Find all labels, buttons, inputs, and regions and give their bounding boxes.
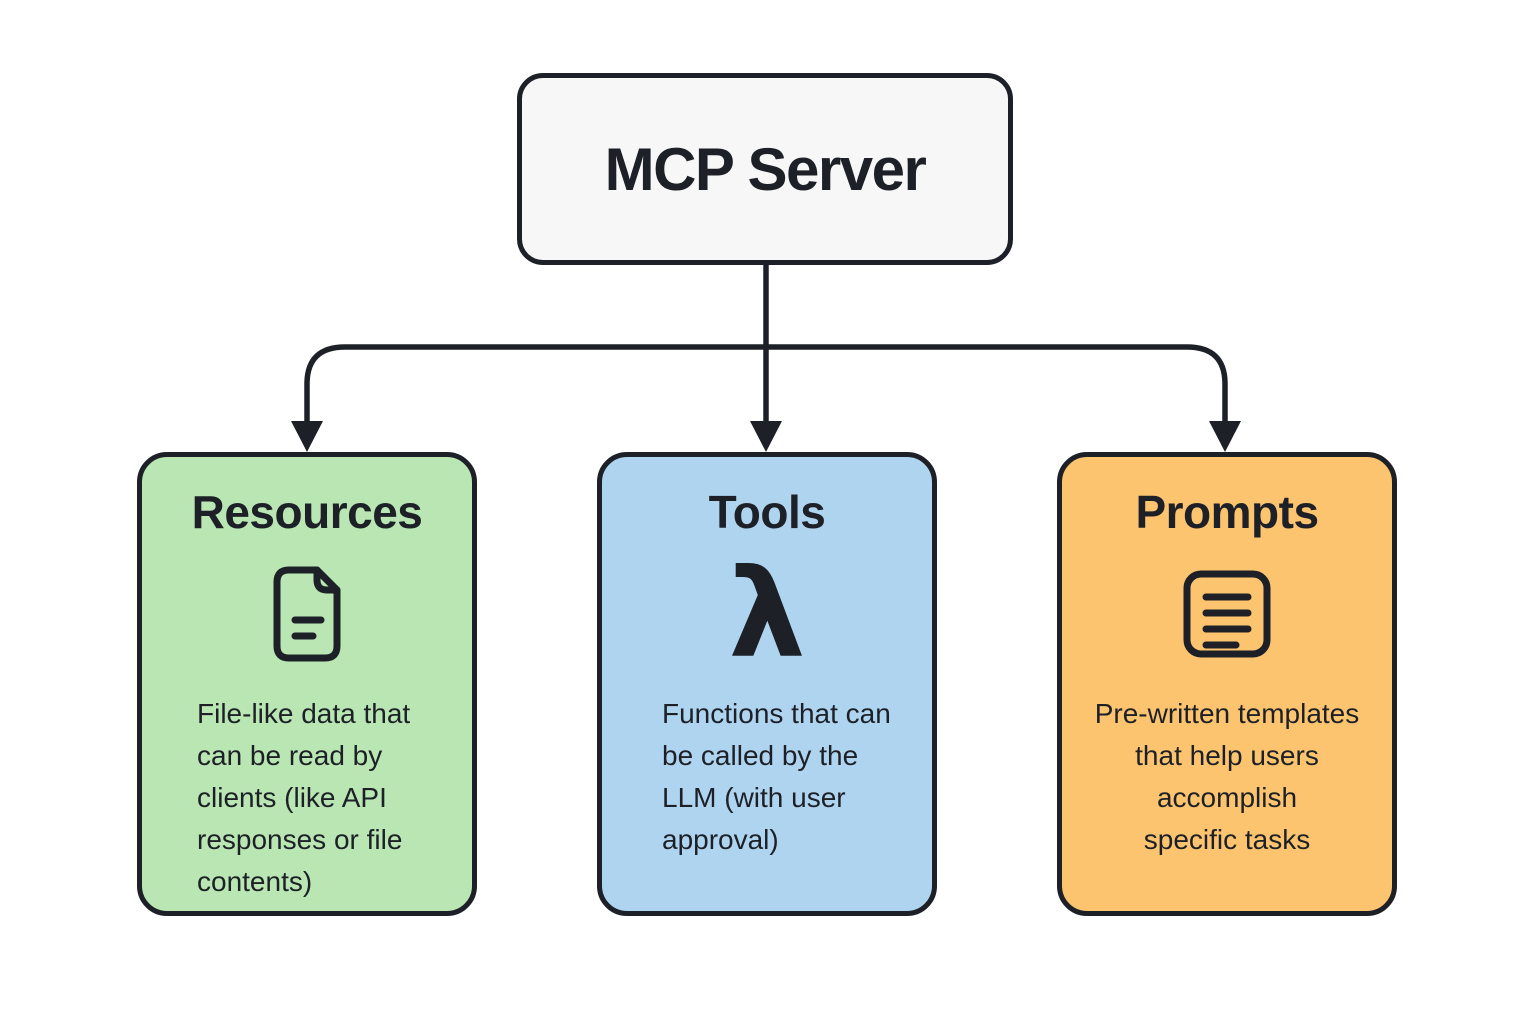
description-line: approval) xyxy=(662,824,779,855)
file-icon xyxy=(142,547,472,681)
description-line: that help users xyxy=(1135,740,1319,771)
prompts-card: Prompts Pre-written templates that help … xyxy=(1057,452,1397,916)
description-line: contents) xyxy=(197,866,313,897)
description-line: be called by the xyxy=(662,740,859,771)
description-line: LLM (with user xyxy=(662,782,846,813)
mcp-server-box: MCP Server xyxy=(517,73,1013,265)
file-outline xyxy=(273,566,341,662)
prompts-title: Prompts xyxy=(1135,486,1319,538)
lambda-icon: λ xyxy=(602,547,932,681)
document-lines-icon xyxy=(1062,547,1392,681)
description-line: Functions that can xyxy=(662,698,891,729)
file-fold xyxy=(313,566,341,594)
prompts-description: Pre-written templates that help users ac… xyxy=(1062,693,1392,861)
description-line: specific tasks xyxy=(1143,824,1311,855)
description-line: responses or file xyxy=(197,824,403,855)
document-lines-icon-svg xyxy=(1183,570,1271,658)
resources-card: Resources File-like data that can be rea… xyxy=(137,452,477,916)
description-line: Pre-written templates xyxy=(1094,698,1360,729)
arrowhead-center xyxy=(750,421,782,452)
description-line: can be read by xyxy=(197,740,383,771)
description-line: accomplish xyxy=(1156,782,1298,813)
document-outline xyxy=(1183,570,1271,658)
tools-description: Functions that can be called by the LLM … xyxy=(602,693,932,861)
resources-description: File-like data that can be read by clien… xyxy=(142,693,472,903)
resources-title: Resources xyxy=(191,486,423,538)
mcp-server-label: MCP Server xyxy=(604,135,927,203)
tools-card: Tools λ Functions that can be called by … xyxy=(597,452,937,916)
description-line: clients (like API xyxy=(197,782,387,813)
file-icon-svg xyxy=(273,566,341,662)
arrowhead-right xyxy=(1209,421,1241,452)
arrowhead-left xyxy=(291,421,323,452)
connector-branch-line xyxy=(304,344,1228,426)
description-line: File-like data that xyxy=(197,698,411,729)
tools-title: Tools xyxy=(708,486,826,538)
lambda-glyph: λ xyxy=(728,543,806,685)
